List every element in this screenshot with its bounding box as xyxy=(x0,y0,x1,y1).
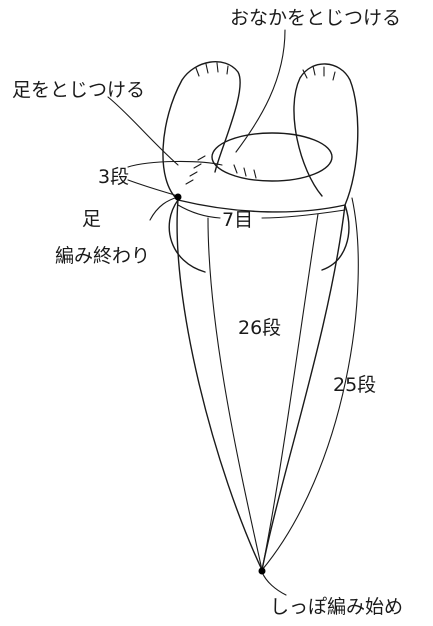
left-foot xyxy=(162,61,241,201)
foot-end-label: 編み終わり xyxy=(55,245,150,267)
belly xyxy=(168,132,350,273)
tail-start-label: しっぽ編み始め xyxy=(270,596,403,618)
leader-lines xyxy=(107,29,346,596)
rows-26-label: 26段 xyxy=(238,317,281,339)
tail-body xyxy=(176,197,359,571)
rows-3-label: 3段 xyxy=(98,166,129,188)
foot-end-point xyxy=(174,193,182,201)
belly-opening xyxy=(211,132,333,182)
foot-label: 足 xyxy=(82,208,101,230)
belly-attach-label: おなかをとじつける xyxy=(230,7,401,29)
stitches-7-label: 7目 xyxy=(222,209,253,231)
tail-start-point xyxy=(258,567,266,575)
rows-25-label: 25段 xyxy=(333,374,376,396)
right-foot xyxy=(293,63,359,206)
foot-attach-label: 足をとじつける xyxy=(12,79,145,101)
